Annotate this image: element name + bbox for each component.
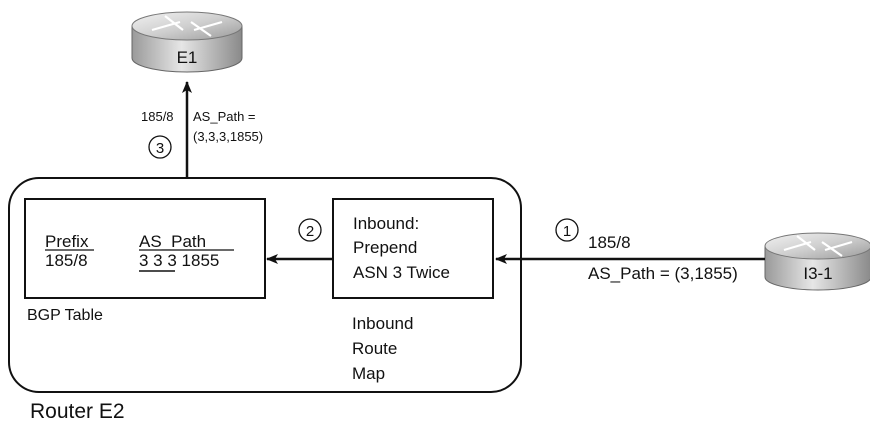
router-e2-boundary bbox=[8, 177, 522, 393]
bgp-table-box bbox=[24, 198, 266, 299]
route-map-caption-line3: Map bbox=[352, 364, 385, 383]
router-arrows-icon bbox=[151, 15, 223, 37]
step-1-number: 1 bbox=[563, 223, 571, 240]
router-top bbox=[131, 11, 243, 41]
bgp-table-caption: BGP Table bbox=[27, 307, 103, 324]
route-map-action-line2: Prepend bbox=[353, 238, 417, 257]
router-arrows-icon bbox=[783, 235, 853, 257]
e1-prefix-label: 185/8 bbox=[141, 109, 174, 124]
aspath-header: AS_Path bbox=[139, 232, 206, 251]
step-1-badge: 1 bbox=[555, 218, 579, 242]
e1-aspath-value: (3,3,3,1855) bbox=[193, 129, 263, 144]
router-i3: I3-1 bbox=[764, 232, 870, 291]
router-i3-label: I3-1 bbox=[803, 264, 832, 283]
route-map-action-line3: ASN 3 Twice bbox=[353, 263, 450, 282]
route-map-caption-line1: Inbound bbox=[352, 314, 413, 333]
router-e1-label: E1 bbox=[177, 48, 198, 67]
prefix-header: Prefix bbox=[45, 232, 89, 251]
i3-aspath-label: AS_Path = (3,1855) bbox=[588, 264, 738, 283]
router-e1: E1 bbox=[131, 11, 243, 73]
e1-aspath-label: AS_Path = bbox=[193, 109, 256, 124]
step-3-badge: 3 bbox=[148, 135, 172, 159]
step-3-number: 3 bbox=[156, 140, 164, 157]
router-e2-label: Router E2 bbox=[30, 400, 125, 423]
router-top bbox=[764, 232, 870, 260]
aspath-value: 3 3 3 1855 bbox=[139, 251, 219, 270]
step-2-badge: 2 bbox=[298, 218, 322, 242]
i3-prefix-label: 185/8 bbox=[588, 233, 631, 252]
route-map-box bbox=[332, 198, 494, 299]
route-map-caption-line2: Route bbox=[352, 339, 397, 358]
route-map-action-line1: Inbound: bbox=[353, 214, 419, 233]
prefix-value: 185/8 bbox=[45, 251, 88, 270]
step-2-number: 2 bbox=[306, 223, 314, 240]
